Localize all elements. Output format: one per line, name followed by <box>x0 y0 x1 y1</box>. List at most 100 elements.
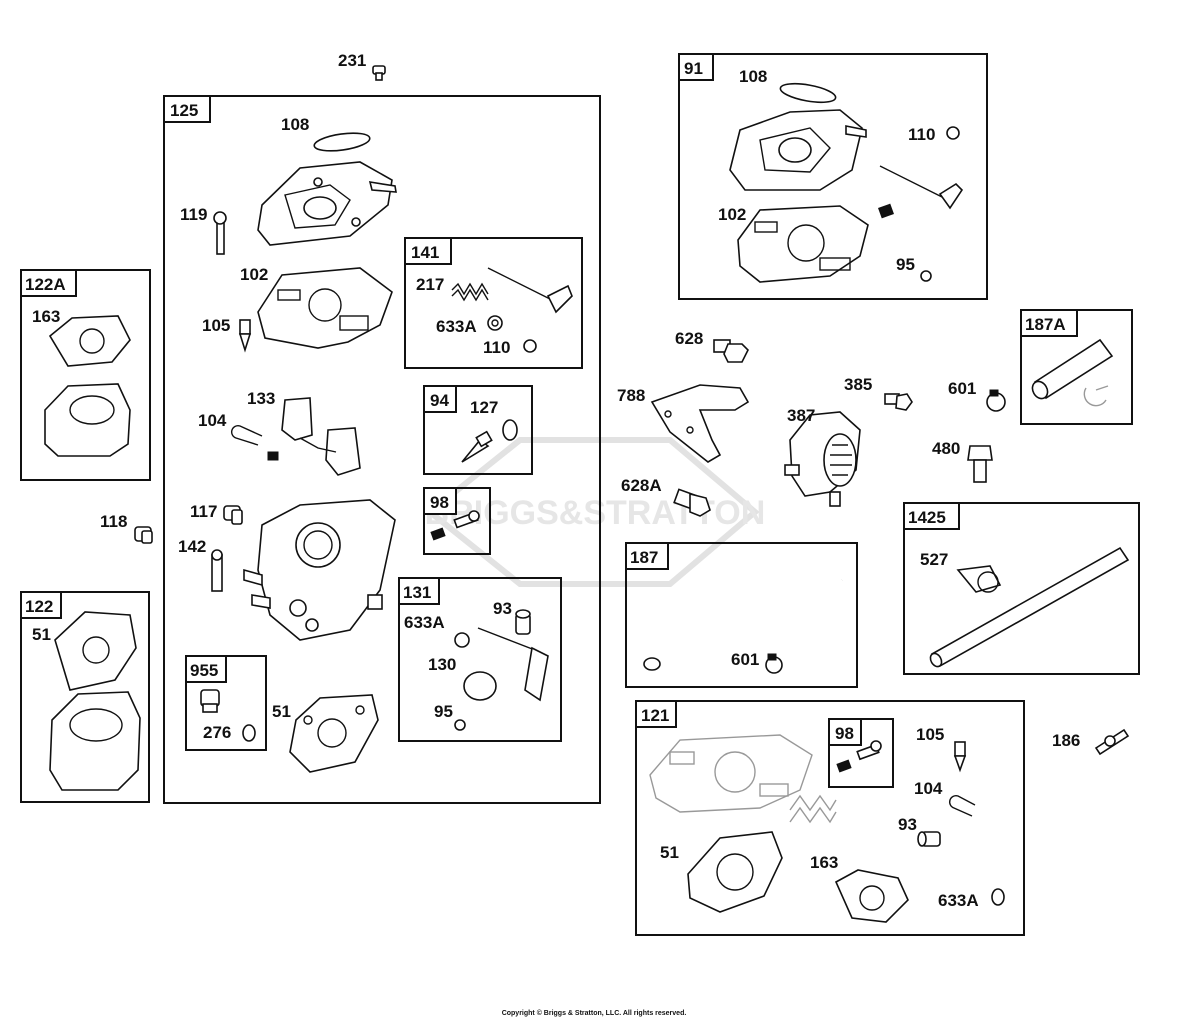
callout-104-b: 104 <box>914 779 943 798</box>
callout-163-b: 163 <box>810 853 838 872</box>
part-shaft-91 <box>878 165 964 219</box>
part-carburetor-cover-91 <box>729 109 867 191</box>
group-141: 141 217 633A 110 <box>404 237 583 369</box>
group-tag-141: 141 <box>411 243 439 262</box>
part-102-gasket-91: 102 <box>718 205 869 283</box>
callout-480: 480 <box>932 439 960 458</box>
callout-163: 163 <box>32 307 60 326</box>
group-94: 94 127 <box>423 385 533 475</box>
callout-95-b: 95 <box>896 255 915 274</box>
callout-104: 104 <box>198 411 227 430</box>
callout-51: 51 <box>272 702 291 721</box>
part-93-bushing: 93 <box>493 599 531 635</box>
callout-633a-c: 633A <box>938 891 979 910</box>
part-385-bolt: 385 <box>844 375 913 411</box>
callout-217: 217 <box>416 275 444 294</box>
callout-601: 601 <box>948 379 976 398</box>
part-633a-washer: 633A <box>436 315 503 336</box>
callout-628: 628 <box>675 329 703 348</box>
callout-385: 385 <box>844 375 872 394</box>
group-tag-121: 121 <box>641 706 669 725</box>
callout-95: 95 <box>434 702 453 721</box>
callout-231: 231 <box>338 51 366 70</box>
group-131: 131 93 633A 130 95 <box>398 577 562 742</box>
part-1425-hose <box>929 546 1130 668</box>
group-187: 187 601 <box>625 542 858 688</box>
part-142-tube: 142 <box>178 537 223 592</box>
part-130-plate: 130 <box>428 655 497 701</box>
callout-130: 130 <box>428 655 456 674</box>
callout-108: 108 <box>281 115 309 134</box>
watermark-text: BRIGGS&STRATTON <box>425 494 766 532</box>
callout-93-b: 93 <box>898 815 917 834</box>
part-108-gasket: 108 <box>281 115 371 152</box>
group-tag-187: 187 <box>630 548 658 567</box>
part-628-bolt: 628 <box>675 329 749 363</box>
callout-105: 105 <box>202 316 230 335</box>
group-tag-122a: 122A <box>25 275 66 294</box>
part-601-clamp: 601 <box>948 379 1006 412</box>
part-118-fitting: 118 <box>100 512 153 544</box>
part-480-bolt: 480 <box>932 439 993 483</box>
group-tag-98-b: 98 <box>835 724 854 743</box>
part-133-float: 133 <box>247 389 361 476</box>
part-spacer-122a <box>44 383 131 457</box>
part-110-nut: 110 <box>483 338 537 357</box>
part-387-fuel-pump: 387 <box>784 406 861 507</box>
group-98: 98 <box>423 487 491 555</box>
part-108-gasket-91: 108 <box>739 67 837 104</box>
part-102-gasket: 102 <box>240 265 393 349</box>
group-125: 125 108 119 102 <box>163 95 601 804</box>
callout-387: 387 <box>787 406 815 425</box>
callout-186: 186 <box>1052 731 1080 750</box>
callout-127: 127 <box>470 398 498 417</box>
callout-527: 527 <box>920 550 948 569</box>
part-51-gasket-121: 51 <box>660 831 783 913</box>
part-117-fitting: 117 <box>190 502 243 525</box>
group-121: 121 98 105 104 93 <box>635 700 1025 936</box>
part-186-fitting: 186 <box>1052 728 1130 756</box>
group-tag-122: 122 <box>25 597 53 616</box>
part-187-hose <box>635 573 845 671</box>
callout-110: 110 <box>483 338 510 357</box>
group-tag-955: 955 <box>190 661 218 680</box>
part-shaft-141 <box>487 267 573 314</box>
group-955: 955 276 <box>185 655 267 751</box>
callout-93: 93 <box>493 599 512 618</box>
callout-110-b: 110 <box>908 125 935 144</box>
callout-108-b: 108 <box>739 67 767 86</box>
part-spacer-122 <box>49 691 141 791</box>
part-163-gasket-121: 163 <box>810 853 909 923</box>
group-tag-131: 131 <box>403 583 431 602</box>
part-231-screw: 231 <box>338 51 386 81</box>
part-51-gasket: 51 <box>272 694 379 773</box>
part-110-nut-91: 110 <box>908 125 960 144</box>
part-601-clamp-187: 601 <box>731 650 783 674</box>
callout-142: 142 <box>178 537 206 556</box>
part-throttle-shaft <box>477 627 549 702</box>
part-93-bushing-121: 93 <box>898 815 941 847</box>
group-tag-125: 125 <box>170 101 198 120</box>
callout-601-b: 601 <box>731 650 759 669</box>
part-163-gasket: 163 <box>32 307 131 367</box>
callout-118: 118 <box>100 512 127 531</box>
part-idle-needle <box>461 430 493 463</box>
callout-119: 119 <box>180 205 207 224</box>
group-122: 122 51 <box>20 591 150 803</box>
part-104-pin-121: 104 <box>914 779 976 817</box>
part-ghost-gasket <box>649 734 837 824</box>
part-carburetor-body <box>243 499 396 641</box>
part-119-screw: 119 <box>180 205 227 255</box>
group-tag-1425: 1425 <box>908 508 946 527</box>
callout-276: 276 <box>203 723 231 742</box>
part-104-pin: 104 <box>198 411 263 446</box>
part-105-needle: 105 <box>202 316 252 353</box>
part-187a-hose <box>1031 338 1114 400</box>
group-tag-98: 98 <box>430 493 449 512</box>
callout-628a: 628A <box>621 476 662 495</box>
part-95-screw-91: 95 <box>896 255 932 282</box>
part-527-clip: 527 <box>920 550 1002 593</box>
part-788-bracket: 788 <box>617 384 750 463</box>
part-628a-bolt: 628A <box>621 476 711 517</box>
